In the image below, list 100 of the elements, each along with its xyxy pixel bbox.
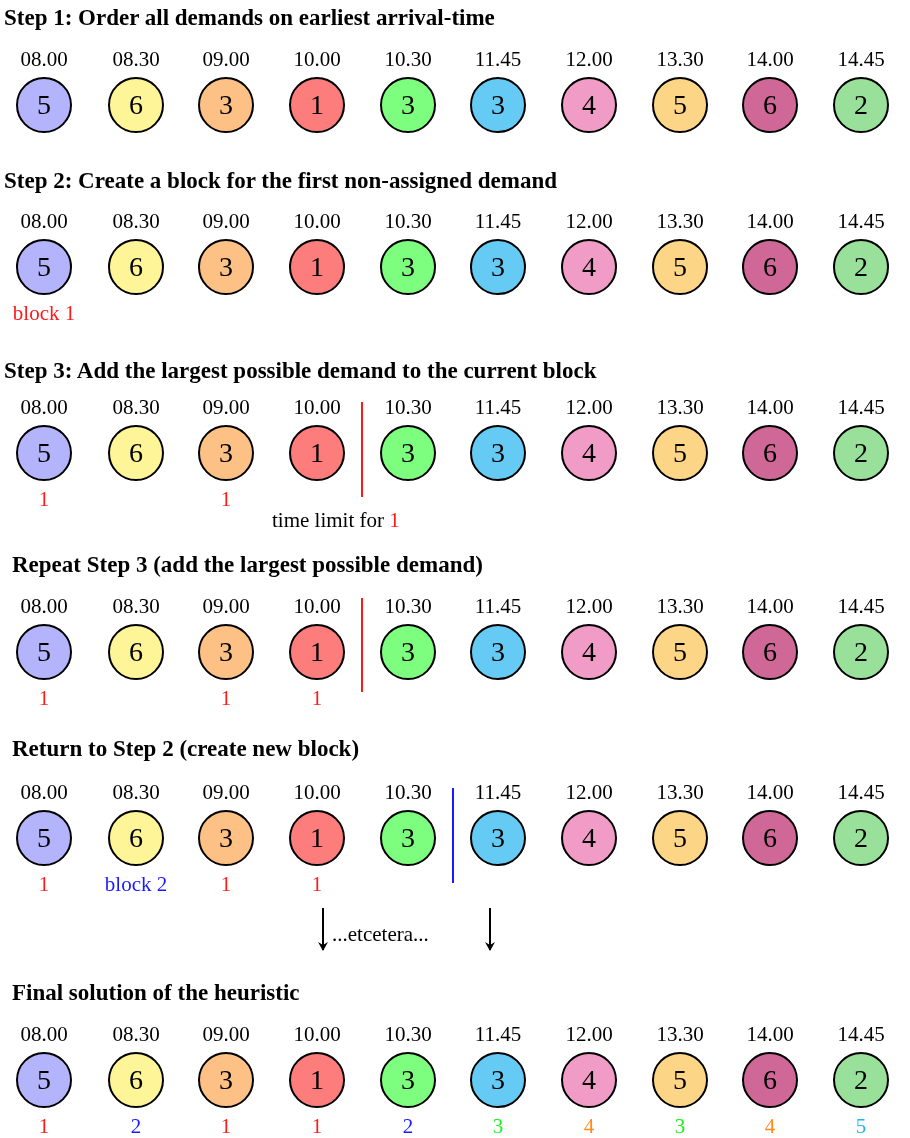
time-label: 09.00 [202, 594, 250, 619]
demand-circle: 3 [470, 77, 526, 133]
demand-circle: 3 [380, 239, 436, 295]
time-label: 14.00 [746, 209, 794, 234]
time-label: 13.30 [656, 1022, 704, 1047]
demand-circle: 5 [652, 425, 708, 481]
demand-circle: 6 [742, 239, 798, 295]
demand-circle: 6 [742, 1052, 798, 1108]
demand-circle: 3 [470, 624, 526, 680]
time-label: 13.30 [656, 780, 704, 805]
block-label: 5 [855, 1114, 867, 1138]
time-label: 08.00 [20, 395, 68, 420]
time-label: 13.30 [656, 209, 704, 234]
block-label: 1 [311, 1114, 323, 1138]
demand-circle: 2 [833, 425, 889, 481]
time-label: 09.00 [202, 209, 250, 234]
block-label: block 1 [12, 301, 76, 326]
time-label: 10.30 [384, 395, 432, 420]
time-label: 08.00 [20, 1022, 68, 1047]
step-heading: Final solution of the heuristic [12, 980, 300, 1006]
block-label: 2 [402, 1114, 414, 1138]
time-label: 14.45 [837, 209, 885, 234]
block-label: 4 [583, 1114, 595, 1138]
time-label: 12.00 [565, 594, 613, 619]
time-label: 14.45 [837, 1022, 885, 1047]
block-label: 1 [38, 872, 50, 897]
demand-circle: 5 [652, 624, 708, 680]
time-label: 14.00 [746, 47, 794, 72]
time-label: 12.00 [565, 209, 613, 234]
block-label: 1 [220, 1114, 232, 1138]
demand-circle: 1 [289, 624, 345, 680]
step-heading: Step 3: Add the largest possible demand to the current block [4, 358, 597, 384]
demand-circle: 1 [289, 1052, 345, 1108]
demand-circle: 2 [833, 239, 889, 295]
time-label: 11.45 [474, 594, 522, 619]
block-label: 2 [130, 1114, 142, 1138]
block-label: 4 [764, 1114, 776, 1138]
time-label: 10.00 [293, 780, 341, 805]
time-label: 08.00 [20, 780, 68, 805]
step-heading: Return to Step 2 (create new block) [12, 736, 360, 762]
demand-circle: 1 [289, 77, 345, 133]
demand-circle: 4 [561, 810, 617, 866]
demand-circle: 4 [561, 624, 617, 680]
demand-circle: 3 [198, 239, 254, 295]
demand-circle: 4 [561, 425, 617, 481]
demand-circle: 5 [16, 1052, 72, 1108]
demand-circle: 3 [198, 77, 254, 133]
time-label: 13.30 [656, 594, 704, 619]
demand-circle: 5 [16, 810, 72, 866]
time-label: 08.30 [112, 1022, 160, 1047]
demand-circle: 3 [198, 624, 254, 680]
demand-circle: 5 [16, 239, 72, 295]
block-label: block 2 [104, 872, 168, 897]
demand-circle: 3 [380, 425, 436, 481]
time-label: 10.30 [384, 47, 432, 72]
demand-circle: 3 [198, 1052, 254, 1108]
demand-circle: 2 [833, 77, 889, 133]
time-label: 14.45 [837, 594, 885, 619]
demand-circle: 5 [652, 77, 708, 133]
time-label: 14.45 [837, 780, 885, 805]
time-label: 14.00 [746, 594, 794, 619]
demand-circle: 3 [380, 77, 436, 133]
time-label: 11.45 [474, 1022, 522, 1047]
time-label: 08.30 [112, 47, 160, 72]
demand-circle: 5 [16, 77, 72, 133]
time-label: 12.00 [565, 47, 613, 72]
block-label: 1 [311, 872, 323, 897]
time-label: 10.00 [293, 594, 341, 619]
time-label: 09.00 [202, 47, 250, 72]
time-label: 08.00 [20, 47, 68, 72]
block-label: 1 [220, 872, 232, 897]
time-label: 08.30 [112, 395, 160, 420]
demand-circle: 3 [380, 1052, 436, 1108]
block-label: 1 [311, 686, 323, 711]
time-label: 11.45 [474, 395, 522, 420]
time-label: 10.30 [384, 209, 432, 234]
time-label: 09.00 [202, 780, 250, 805]
step-heading: Step 1: Order all demands on earliest arrival-time [4, 5, 495, 31]
demand-circle: 2 [833, 624, 889, 680]
time-label: 08.30 [112, 780, 160, 805]
demand-circle: 6 [742, 810, 798, 866]
time-label: 14.00 [746, 1022, 794, 1047]
time-label: 12.00 [565, 395, 613, 420]
block-label: 1 [220, 686, 232, 711]
time-label: 13.30 [656, 47, 704, 72]
time-label: 10.00 [293, 1022, 341, 1047]
demand-circle: 3 [198, 425, 254, 481]
time-label: 10.30 [384, 1022, 432, 1047]
demand-circle: 1 [289, 810, 345, 866]
time-label: 14.00 [746, 395, 794, 420]
etcetera-text: ...etcetera... [332, 922, 429, 947]
time-label: 10.30 [384, 780, 432, 805]
demand-circle: 6 [108, 77, 164, 133]
step-heading: Step 2: Create a block for the first non-assigned demand [4, 168, 558, 194]
demand-circle: 3 [470, 1052, 526, 1108]
time-label: 14.00 [746, 780, 794, 805]
time-label: 10.00 [293, 395, 341, 420]
time-label: 08.00 [20, 209, 68, 234]
demand-circle: 6 [108, 1052, 164, 1108]
time-label: 12.00 [565, 780, 613, 805]
